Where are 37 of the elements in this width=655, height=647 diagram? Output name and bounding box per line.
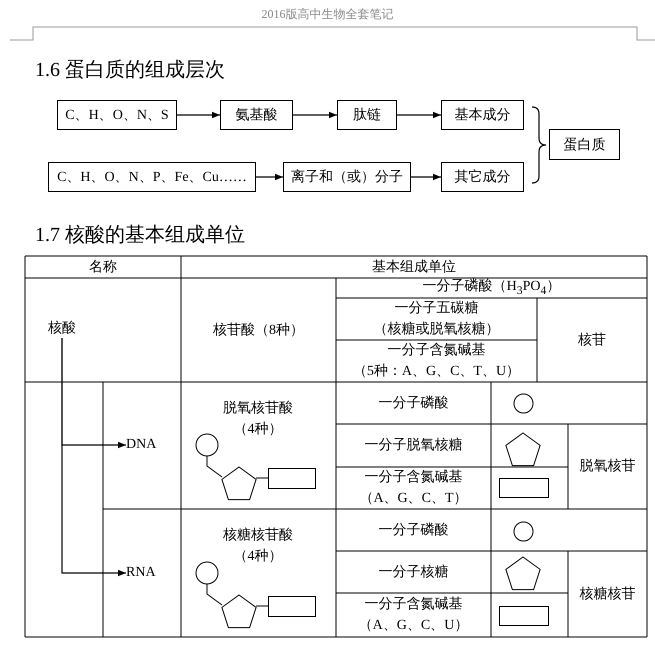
section-heading: 1.6 蛋白质的组成层次	[35, 58, 225, 83]
process-box: 肽链	[337, 100, 397, 130]
process-box: 蛋白质	[549, 129, 620, 160]
table-text: 一分子核糖	[378, 564, 448, 582]
page-header: 2016版高中生物全套笔记	[262, 6, 394, 22]
table-text: 名称	[89, 258, 117, 276]
process-box: 离子和（或）分子	[283, 162, 411, 192]
table-text: 一分子磷酸	[378, 394, 448, 412]
table-text: 脱氧核苷	[580, 458, 636, 476]
arrow	[411, 174, 441, 180]
arrow	[293, 112, 337, 118]
arrow	[177, 112, 220, 118]
process-box: 氨基酸	[220, 100, 293, 130]
process-box: C、H、O、N、P、Fe、Cu……	[48, 162, 256, 192]
arrow	[256, 174, 283, 180]
table-text: 一分子含氮碱基（A、G、C、U）	[358, 596, 468, 635]
table-text: 核苷	[578, 332, 606, 350]
arrow	[397, 112, 441, 118]
process-box: 基本成分	[441, 100, 524, 130]
process-box: C、H、O、N、S	[57, 100, 177, 130]
node-label: RNA	[126, 564, 156, 582]
table-text: 一分子含氮碱基（A、G、C、T）	[359, 468, 468, 508]
table-text: 一分子含氮碱基（5种：A、G、C、T、U）	[352, 342, 520, 381]
arrow	[61, 338, 126, 576]
process-box: 其它成分	[441, 162, 524, 192]
table-text: 一分子磷酸（H$_{3}$PO$_{4}$）	[422, 278, 560, 298]
node-label: 核酸	[48, 320, 76, 338]
node-label: DNA	[126, 436, 156, 454]
table-text: 核糖核苷	[580, 586, 636, 604]
table-text: 一分子磷酸	[378, 522, 448, 540]
section-heading: 1.7 核酸的基本组成单位	[35, 223, 245, 247]
table-text: 脱氧核苷酸（4种）	[223, 400, 293, 439]
table-text: 基本组成单位	[372, 258, 456, 276]
table-text: 一分子五碳糖（核糖或脱氧核糖）	[374, 300, 500, 339]
table-text: 一分子脱氧核糖	[364, 436, 462, 455]
table-text: 核苷酸（8种）	[213, 322, 304, 340]
table-text: 核糖核苷酸（4种）	[223, 526, 293, 566]
